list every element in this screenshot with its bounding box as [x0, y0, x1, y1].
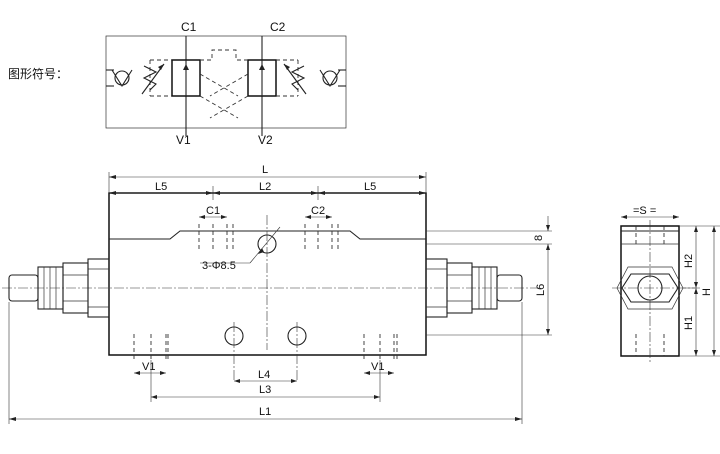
svg-text:=S =: =S = — [633, 205, 656, 217]
svg-text:H: H — [701, 288, 713, 296]
symbol-boundary — [105, 35, 347, 129]
hole-note: 3-Φ8.5 — [202, 260, 236, 272]
side-port — [637, 275, 663, 301]
left-fitting — [8, 258, 110, 318]
symbol-port-c2: C2 — [270, 20, 286, 34]
valve-body — [108, 192, 427, 356]
svg-text:V1: V1 — [142, 361, 155, 373]
right-fitting — [425, 258, 523, 318]
side-view: =S = H2 H H1 — [612, 205, 720, 362]
mounting-holes — [224, 215, 307, 380]
svg-text:V1: V1 — [371, 361, 384, 373]
body-step-line — [109, 230, 426, 240]
dim-l4: L4 — [234, 369, 297, 383]
svg-text:8: 8 — [533, 235, 545, 241]
hole-leader — [249, 226, 281, 264]
svg-text:H2: H2 — [683, 254, 695, 268]
symbol-port-v1: V1 — [176, 133, 191, 147]
dim-c1-c2: C1 C2 — [199, 205, 332, 219]
dim-l5-l2-l5: L5 L2 L5 — [109, 181, 426, 200]
symbol-right-circuit — [209, 36, 346, 136]
front-view: 3-Φ8.5 L L5 L2 L5 — [2, 164, 552, 424]
svg-text:L1: L1 — [259, 406, 271, 418]
hydraulic-symbol: 图形符号： C1 C2 V1 V2 — [8, 20, 347, 147]
svg-text:L6: L6 — [535, 284, 547, 296]
svg-text:L5: L5 — [364, 181, 376, 193]
svg-text:H1: H1 — [683, 316, 695, 330]
side-hex — [621, 273, 679, 303]
dim-8-l6: 8 L6 — [426, 216, 552, 336]
dim-l3: L3 — [150, 360, 381, 402]
svg-text:L2: L2 — [259, 181, 271, 193]
svg-text:L: L — [262, 164, 268, 176]
symbol-title: 图形符号： — [8, 66, 68, 81]
symbol-port-c1: C1 — [181, 20, 197, 34]
top-ports — [198, 224, 339, 250]
symbol-left-circuit — [106, 36, 239, 136]
dim-l: L — [108, 164, 427, 192]
svg-text:L5: L5 — [155, 181, 167, 193]
svg-text:C2: C2 — [311, 205, 325, 217]
dim-v1: V1 V1 — [134, 361, 394, 375]
dim-l1: L1 — [8, 302, 523, 424]
symbol-port-v2: V2 — [258, 133, 273, 147]
svg-text:C1: C1 — [206, 205, 220, 217]
bottom-ports — [133, 334, 398, 360]
svg-text:L3: L3 — [259, 384, 271, 396]
svg-text:L4: L4 — [258, 369, 270, 381]
